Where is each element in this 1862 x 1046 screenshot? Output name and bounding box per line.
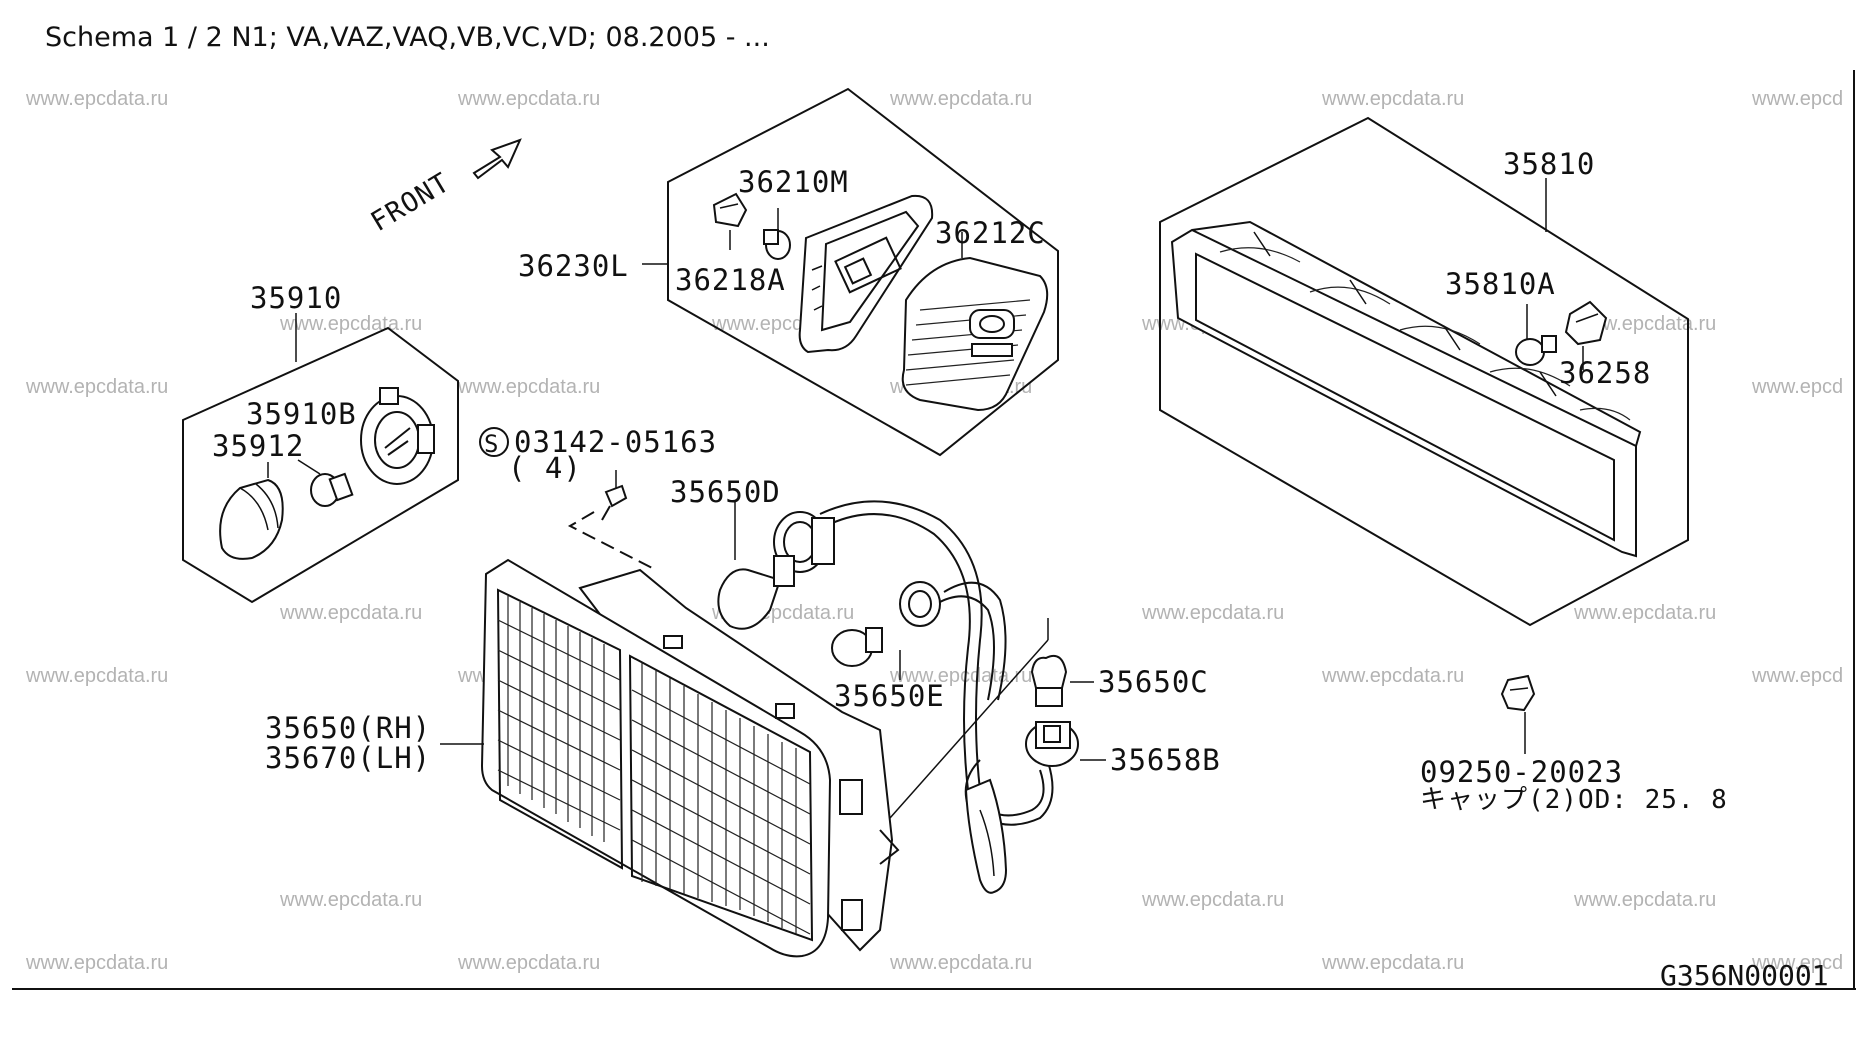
bulb — [1515, 335, 1557, 366]
watermark: www.epcdata.ru — [25, 665, 168, 687]
stop-lamp-assembly: 35810 35810A 36258 — [1159, 116, 1689, 627]
watermark: www.epcdata.ru — [889, 952, 1032, 974]
standard-part-icon — [479, 427, 509, 457]
watermark: www.epcdata.ru — [1321, 665, 1464, 687]
watermark: www.epcdata.ru — [1321, 952, 1464, 974]
part-number: 35650C — [1098, 665, 1209, 699]
watermark: www.epcdata.ru — [1573, 889, 1716, 911]
group-frame — [1159, 116, 1689, 627]
lamp-housing — [798, 194, 934, 354]
part-number: 35912 — [212, 429, 304, 463]
socket — [360, 387, 435, 485]
cap: 09250-20023 キャップ(2)OD: 25. 8 — [1420, 674, 1728, 815]
clip — [712, 192, 748, 228]
wiring-harness: 35650D 35650E 35650C 35658B — [670, 475, 1221, 894]
watermark: www.epcdata.ru — [279, 313, 422, 335]
watermark: www.epcdata.ru — [1573, 313, 1716, 335]
group-frame — [667, 87, 1059, 457]
part-number: 35650(RH) — [265, 711, 431, 745]
svg-text:S: S — [484, 430, 499, 458]
watermark: www.epcdata.ru — [457, 376, 600, 398]
part-number: 35658B — [1110, 743, 1221, 777]
part-number: 36258 — [1559, 356, 1651, 390]
watermark: www.epcdata.ru — [279, 889, 422, 911]
part-number: 35650D — [670, 475, 781, 509]
part-number: 36210M — [738, 165, 849, 199]
bulb — [1030, 654, 1068, 707]
part-quantity: ( 4) — [508, 451, 582, 485]
bulb — [763, 229, 791, 260]
watermark: www.epcdata.ru — [279, 602, 422, 624]
group-frame — [182, 326, 459, 604]
part-number: 03142-05163 — [514, 425, 717, 459]
watermark: www.epcd — [1751, 88, 1843, 110]
part-number: 36230L — [518, 249, 629, 283]
side-marker-assembly: 35910 35910B 35912 — [182, 281, 459, 604]
arrow-icon — [472, 138, 522, 180]
watermark: www.epcdata.ru — [1141, 889, 1284, 911]
front-arrow: FRONT — [366, 138, 522, 238]
watermark: www.epcdata.ru — [1321, 88, 1464, 110]
watermark: www.epcd — [1751, 952, 1843, 974]
page-title: Schema 1 / 2 N1; VA,VAZ,VAQ,VB,VC,VD; 08… — [45, 22, 770, 53]
screw: S 03142-05163 ( 4) — [479, 425, 717, 571]
diagram-code: G356N00001 — [1660, 959, 1829, 992]
part-number: 35810 — [1503, 147, 1595, 181]
lens — [219, 478, 284, 560]
socket — [1564, 300, 1608, 346]
part-number: 35810A — [1445, 267, 1556, 301]
watermark: www.epcdata.ru — [1573, 602, 1716, 624]
part-number: 35910 — [250, 281, 342, 315]
watermark: www.epcdata.ru — [1141, 602, 1284, 624]
part-number: 36212C — [935, 216, 1046, 250]
watermark: www.epcdata.ru — [25, 88, 168, 110]
watermark: www.epcdata.ru — [25, 952, 168, 974]
watermark: www.epcdata.ru — [889, 665, 1032, 687]
watermark: www.epcdata.ru — [457, 952, 600, 974]
headlamp-assembly: 35650(RH) 35670(LH) — [265, 558, 900, 958]
bulb — [310, 472, 354, 507]
room-lamp-assembly: 36230L 36218A 36210M — [518, 87, 1059, 457]
part-number: 35650E — [834, 679, 945, 713]
watermark: www.epcdata.ru — [889, 88, 1032, 110]
part-number: 09250-20023 — [1420, 755, 1623, 789]
watermark: www.epcd — [1751, 665, 1843, 687]
watermark: www.epcdata.ru — [457, 88, 600, 110]
bulb — [831, 627, 883, 667]
front-label: FRONT — [366, 167, 456, 238]
bulb — [717, 555, 795, 630]
part-number: 35910B — [246, 397, 357, 431]
watermark: www.epcd — [1751, 376, 1843, 398]
stop-lamp-body — [1170, 220, 1642, 558]
watermark: www.epcdata.ru — [25, 376, 168, 398]
part-note: キャップ(2)OD: 25. 8 — [1420, 785, 1728, 815]
lamp-lens — [901, 256, 1049, 412]
socket — [1025, 721, 1079, 767]
socket — [899, 581, 941, 627]
part-number: 36218A — [675, 263, 786, 297]
part-number: 35670(LH) — [265, 741, 431, 775]
